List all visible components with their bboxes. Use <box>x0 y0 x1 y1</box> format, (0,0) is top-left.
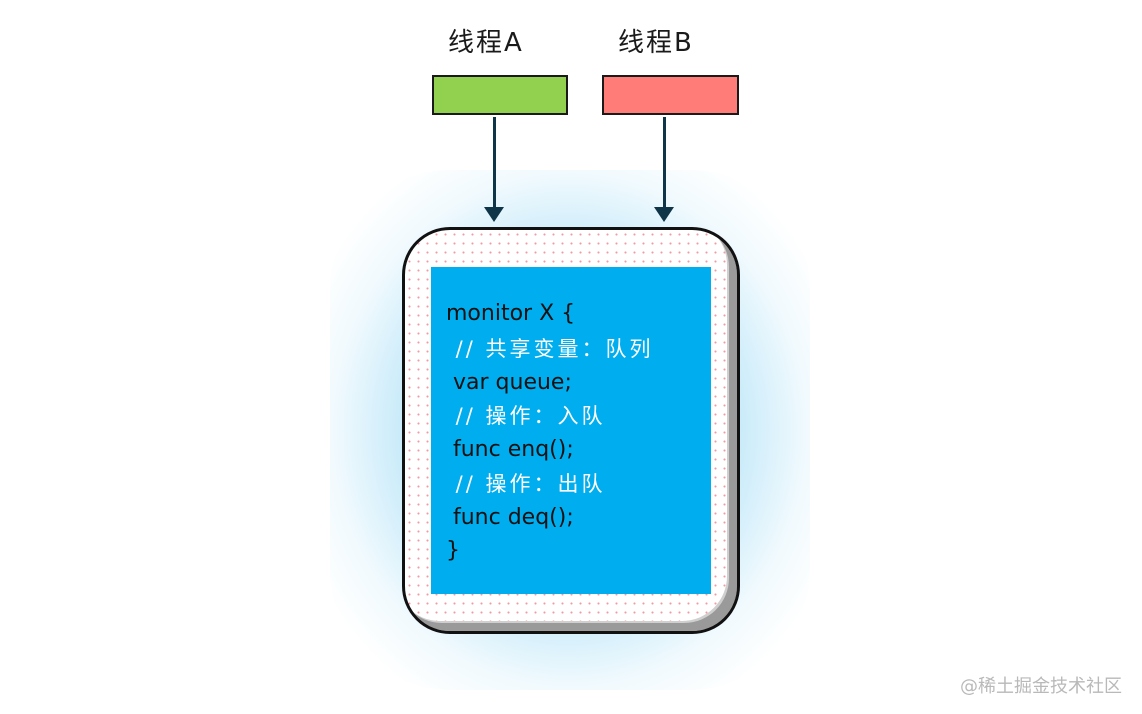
code-comment-dequeue: // 操作：出队 <box>446 472 606 496</box>
watermark: @稀土掘金技术社区 <box>960 676 1122 697</box>
thread-b-arrow-head-icon <box>654 207 674 222</box>
monitor-code-panel <box>431 267 711 594</box>
code-line-monitor-decl: monitor X { <box>446 301 576 326</box>
code-line-func-deq: func deq(); <box>446 505 574 530</box>
code-line-func-enq: func enq(); <box>446 437 574 462</box>
code-comment-enqueue: // 操作：入队 <box>446 404 606 428</box>
thread-a-box <box>432 75 568 115</box>
code-comment-shared-var: // 共享变量：队列 <box>446 337 654 361</box>
thread-a-arrow-head-icon <box>484 207 504 222</box>
code-line-closing-brace: } <box>446 538 460 563</box>
thread-a-arrow-line <box>493 117 496 209</box>
thread-b-label: 线程B <box>618 28 694 58</box>
thread-b-arrow-line <box>663 117 666 209</box>
thread-b-box <box>602 75 739 115</box>
code-line-var-queue: var queue; <box>446 370 572 395</box>
thread-a-label: 线程A <box>448 28 524 58</box>
